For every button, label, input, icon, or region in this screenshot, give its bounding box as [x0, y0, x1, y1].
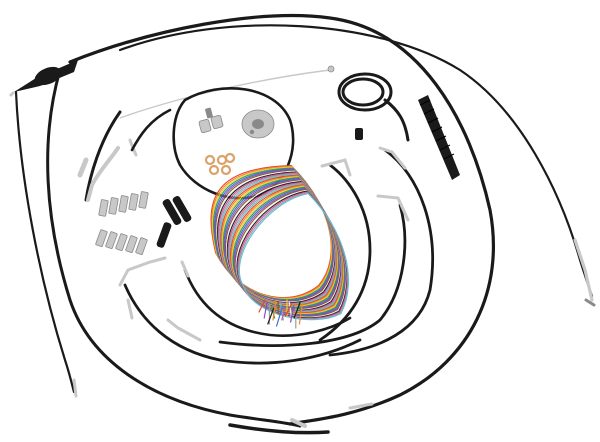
crimp-terminals-row-1: [98, 191, 149, 217]
harness-wire-end: [281, 307, 286, 321]
brake-line-right-3: [218, 194, 410, 347]
brake-line-right-2: [328, 146, 434, 357]
brake-line-lower-left: [118, 256, 362, 365]
right-cable-end: [573, 238, 596, 307]
chrome-disc-part: [241, 109, 275, 139]
chrome-fitting-left: [77, 110, 138, 202]
brake-line-right-1: [318, 158, 372, 342]
harness-wire-end: [297, 299, 302, 313]
harness-wire-end: [267, 307, 275, 325]
coiled-cable: [337, 72, 410, 142]
harness-wire-end: [293, 301, 301, 319]
center-cable-loop: [130, 87, 295, 200]
harness-wire: [238, 193, 349, 321]
harness-wire-end: [290, 305, 295, 323]
harness-wire-end: [263, 301, 268, 319]
harness-wire-end: [258, 299, 266, 313]
cable-ferrule-top-left: [8, 60, 78, 98]
bottom-cable-end: [228, 402, 374, 435]
harness-wire-end: [284, 303, 292, 317]
brake-line-bottom-fitting: [166, 318, 202, 342]
rubber-boot: [418, 95, 460, 180]
chrome-clevis-parts: [198, 107, 224, 134]
small-rubber-plug: [355, 128, 363, 140]
harness-wire-end: [298, 303, 303, 325]
harness-wire-end: [272, 299, 277, 321]
crimp-terminals-row-2: [95, 229, 148, 256]
heat-shrink-tubes: [156, 195, 192, 248]
harness-wire-end: [276, 305, 284, 327]
large-outer-cable-loop: [46, 13, 594, 428]
brake-line-lower-middle: [180, 260, 352, 337]
clutch-cable: [14, 90, 78, 398]
wire-harness-bundle: [210, 165, 349, 329]
copper-washers: [204, 152, 236, 176]
